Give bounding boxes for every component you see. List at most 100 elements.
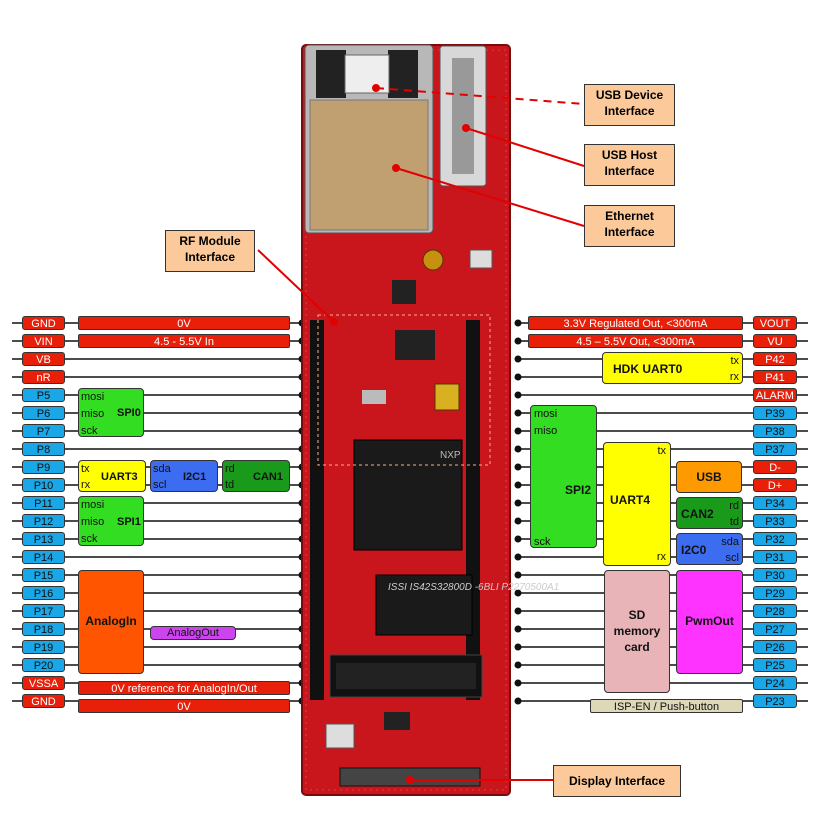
uart3-label: UART3	[101, 471, 138, 483]
right-pin-dot	[514, 499, 522, 507]
left-pin-p13: P13	[22, 532, 65, 546]
right-pin-p34: P34	[753, 496, 797, 510]
right-pin-p32: P32	[753, 532, 797, 546]
bar-vu: 4.5 – 5.5V Out, <300mA	[528, 334, 743, 348]
left-pin-p16: P16	[22, 586, 65, 600]
right-pin-p26: P26	[753, 640, 797, 654]
i2c0-sda: sda	[721, 536, 739, 548]
right-pin-dot	[514, 661, 522, 669]
mcu-chip: NXP	[353, 439, 463, 551]
ethernet-jack	[304, 44, 434, 234]
right-pin-p25: P25	[753, 658, 797, 672]
hdk-uart0-tx: tx	[730, 355, 739, 367]
left-pin-p7: P7	[22, 424, 65, 438]
bar-gnd-bottom: 0V	[78, 699, 290, 713]
analogout-box: AnalogOut	[150, 626, 236, 640]
uart3-box: tx rx UART3	[78, 460, 146, 492]
uart4-label: UART4	[610, 493, 651, 507]
uart3-tx: tx	[81, 463, 90, 475]
reset-button	[325, 723, 355, 749]
right-pin-dot	[514, 463, 522, 471]
can2-label: CAN2	[681, 507, 714, 521]
sdram-chip: ISSI IS42S32800D -6BLI P2270500A1	[375, 574, 559, 636]
bar-vin: 4.5 - 5.5V In	[78, 334, 290, 348]
hdk-uart0-label: HDK UART0	[613, 362, 683, 376]
right-pin-dot	[514, 445, 522, 453]
right-pin-dot	[514, 373, 522, 381]
right-pin-p27: P27	[753, 622, 797, 636]
callout-ethernet: Ethernet Interface	[584, 205, 675, 247]
callout-lines	[257, 84, 585, 784]
spi0-sck: sck	[81, 425, 98, 437]
hdk-uart0-rx: rx	[729, 371, 739, 383]
sd-card-box: SD memory card	[604, 570, 670, 693]
chip-nxp-label: NXP	[440, 450, 461, 461]
left-pin-p8: P8	[22, 442, 65, 456]
right-pin-dot	[514, 535, 522, 543]
right-pin-dot	[514, 697, 522, 705]
right-pin-dot	[514, 409, 522, 417]
left-pin-p5: P5	[22, 388, 65, 402]
left-pin-p18: P18	[22, 622, 65, 636]
left-pin-p19: P19	[22, 640, 65, 654]
can1-label: CAN1	[253, 471, 283, 483]
spi2-box: mosi miso sck SPI2	[530, 405, 597, 548]
left-pin-vin: VIN	[22, 334, 65, 348]
i2c0-label: I2C0	[681, 543, 707, 557]
right-pin-dot	[514, 643, 522, 651]
right-pin-d-: D+	[753, 478, 797, 492]
can1-td: td	[225, 479, 235, 491]
spi2-mosi: mosi	[534, 408, 558, 420]
left-pin-p9: P9	[22, 460, 65, 474]
right-pin-p31: P31	[753, 550, 797, 564]
right-pin-p39: P39	[753, 406, 797, 420]
bar-isp: ISP-EN / Push-button	[590, 699, 743, 713]
can1-rd: rd	[225, 463, 235, 475]
right-pin-dot	[514, 553, 522, 561]
callout-usb-device: USB Device Interface	[584, 84, 675, 126]
left-pin-p15: P15	[22, 568, 65, 582]
i2c0-scl: scl	[725, 552, 739, 564]
uart4-tx: tx	[657, 445, 666, 457]
right-pin-dot	[514, 337, 522, 345]
spi0-label: SPI0	[117, 407, 141, 419]
right-pin-dot	[514, 319, 522, 327]
uart3-rx: rx	[81, 479, 91, 491]
left-pin-p12: P12	[22, 514, 65, 528]
right-pin-p29: P29	[753, 586, 797, 600]
usb-host-connector	[439, 45, 487, 187]
right-pin-dot	[514, 625, 522, 633]
right-pin-p33: P33	[753, 514, 797, 528]
right-pin-p24: P24	[753, 676, 797, 690]
can2-td: td	[729, 516, 739, 528]
spi1-sck: sck	[81, 533, 98, 545]
spi2-label: SPI2	[565, 483, 592, 497]
right-pin-p37: P37	[753, 442, 797, 456]
bar-vssa: 0V reference for AnalogIn/Out	[78, 681, 290, 695]
callout-rf-module: RF Module Interface	[165, 230, 255, 272]
uart4-rx: rx	[656, 551, 666, 563]
bar-vout: 3.3V Regulated Out, <300mA	[528, 316, 743, 330]
analogin-box: AnalogIn	[78, 570, 144, 674]
right-pin-p23: P23	[753, 694, 797, 708]
i2c1-label: I2C1	[183, 471, 207, 483]
jtag-header	[329, 654, 483, 698]
spi0-miso: miso	[81, 408, 105, 420]
i2c1-scl: scl	[153, 479, 167, 491]
right-pin-dot	[514, 679, 522, 687]
left-pin-p20: P20	[22, 658, 65, 672]
i2c1-sda: sda	[153, 463, 171, 475]
right-pin-vu: VU	[753, 334, 797, 348]
spi1-box: mosi miso sck SPI1	[78, 496, 144, 546]
callout-usb-host: USB Host Interface	[584, 144, 675, 186]
left-pin-gnd: GND	[22, 694, 65, 708]
callout-display: Display Interface	[553, 765, 681, 797]
right-pin-dot	[514, 607, 522, 615]
left-pin-gnd: GND	[22, 316, 65, 330]
right-pin-p30: P30	[753, 568, 797, 582]
right-pin-dot	[514, 427, 522, 435]
spi2-sck: sck	[534, 536, 551, 548]
can1-box: rd td CAN1	[222, 460, 290, 492]
